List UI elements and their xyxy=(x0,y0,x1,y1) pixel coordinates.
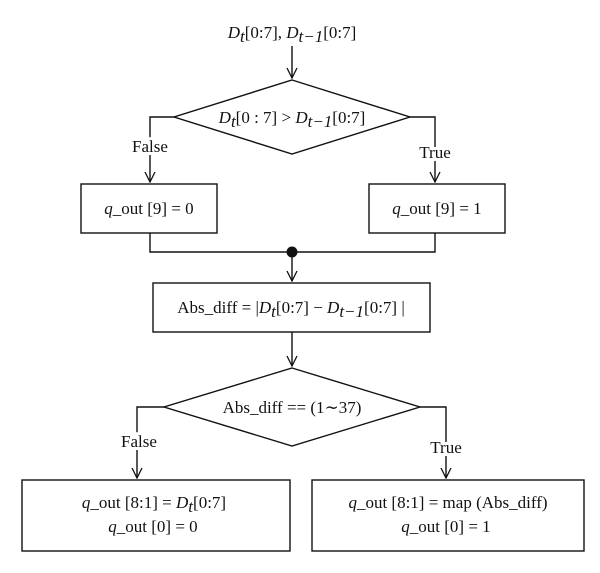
decision2-label: Abs_diff == (1∼37) xyxy=(223,398,362,417)
box-true-output-line1: q_out [8:1] = map (Abs_diff) xyxy=(348,493,547,512)
box-false-output-line1: q_out [8:1] = Dt[0:7] xyxy=(82,493,226,516)
decision2-true-label: True xyxy=(430,438,462,457)
decision1-true-label: True xyxy=(419,143,451,162)
box-qout9-zero-label: q_out [9] = 0 xyxy=(104,199,193,218)
box-qout9-one xyxy=(368,183,506,234)
decision1-false-label: False xyxy=(132,137,168,156)
box-false-output xyxy=(21,479,291,552)
decision2-false-label: False xyxy=(121,432,157,451)
input-label: Dt[0:7], Dt−1[0:7] xyxy=(227,23,357,46)
box-true-output xyxy=(311,479,585,552)
box-qout9-one-label: q_out [9] = 1 xyxy=(392,199,481,218)
decision1-true-branch xyxy=(410,116,435,182)
abs-diff-box xyxy=(152,282,431,333)
box-false-output-line2: q_out [0] = 0 xyxy=(108,517,197,536)
decision1-false-branch xyxy=(150,116,174,182)
abs-diff-label: Abs_diff = |Dt[0:7] − Dt−1[0:7] | xyxy=(177,298,404,321)
box-qout9-zero xyxy=(80,183,218,234)
decision2-diamond xyxy=(161,367,423,447)
decision2-true-branch xyxy=(420,406,446,478)
box-true-output-line2: q_out [0] = 1 xyxy=(401,517,490,536)
decision2-false-branch xyxy=(137,406,164,478)
decision1-diamond xyxy=(171,79,413,155)
decision1-label: Dt[0 : 7] > Dt−1[0:7] xyxy=(218,108,366,131)
